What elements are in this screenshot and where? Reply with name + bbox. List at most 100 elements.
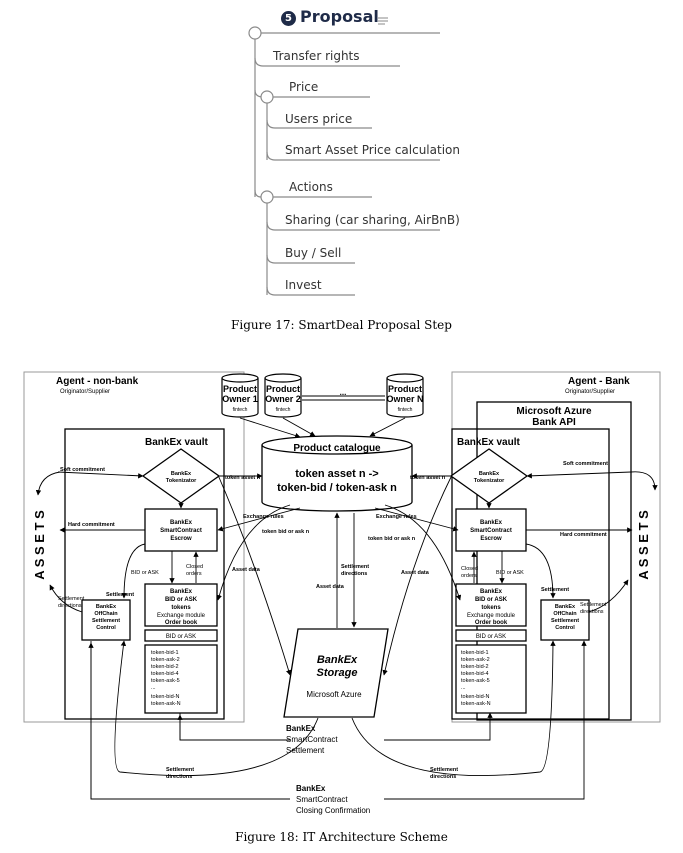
mindmap-item-users-price: Users price: [285, 112, 353, 126]
owner-2-sub: fintech: [276, 407, 291, 413]
storage-l2: Storage: [317, 667, 358, 679]
left-tokenizator-l1: BankEx: [171, 471, 192, 477]
right-ob-l4: Exchange module: [467, 613, 516, 619]
left-token-1: token-bid-1: [151, 650, 179, 656]
left-soft-label: Soft commitment: [60, 467, 105, 473]
left-tokens-list-box: [144, 644, 218, 714]
left-ob-l1: BankEx: [170, 589, 193, 595]
mindmap-item-smart-asset-price: Smart Asset Price calculation: [285, 143, 460, 157]
right-asset-data-label: Asset data: [401, 570, 430, 576]
right-ob-l3: tokens: [481, 605, 501, 611]
right-token-6: token-bid-N: [461, 694, 489, 700]
right-vault-panel: [451, 428, 610, 720]
mindmap-item-actions: Actions: [289, 180, 333, 194]
right-escrow-l1: BankEx: [480, 520, 503, 526]
owner-n-name2: Owner N: [386, 394, 423, 404]
owner-1-sub: fintech: [233, 407, 248, 413]
right-token-5: token-ask-5: [461, 678, 490, 684]
closing-box-l1: BankEx: [296, 784, 326, 793]
right-offchain-box: [540, 599, 590, 641]
storage-l1: BankEx: [317, 654, 358, 666]
figure-17-caption: Figure 17: SmartDeal Proposal Step: [231, 318, 452, 332]
right-token-4: token-bid-4: [461, 671, 489, 677]
figure-18-caption: Figure 18: IT Architecture Scheme: [235, 830, 448, 844]
right-ob-l1: BankEx: [480, 589, 503, 595]
left-escrow-l2: SmartContract: [160, 528, 202, 534]
mindmap-item-sharing: Sharing (car sharing, AirBnB): [285, 213, 460, 227]
left-token-3: token-bid-2: [151, 664, 179, 670]
left-vault-panel: [64, 428, 225, 720]
owner-2-name2: Owner 2: [265, 394, 301, 404]
left-tokenizator-l2: Tokenizator: [166, 478, 197, 484]
mindmap-item-price: Price: [289, 80, 319, 94]
left-escrow-l3: Escrow: [170, 536, 192, 542]
right-ob-l2: BID or ASK: [475, 597, 508, 603]
closing-box-l2: SmartContract: [296, 795, 348, 804]
owner-n-name: Product: [388, 384, 422, 394]
left-escrow-l1: BankEx: [170, 520, 193, 526]
mindmap-item-buy-sell: Buy / Sell: [285, 246, 342, 260]
owner-n-sub: fintech: [398, 407, 413, 413]
right-tokenizator-l2: Tokenizator: [474, 478, 505, 484]
bottom-right-sd-1: Settlement: [430, 767, 458, 773]
right-orderbook-box: [455, 583, 527, 627]
left-orderbook-box: [144, 583, 218, 627]
owner-2-name: Product: [266, 384, 300, 394]
right-tokenizator-l1: BankEx: [479, 471, 500, 477]
right-token-7: token-ask-N: [461, 701, 491, 707]
left-offchain-l4: Control: [96, 625, 116, 631]
left-token-7: token-ask-N: [151, 701, 181, 707]
right-panel-title: Agent - Bank: [568, 376, 630, 387]
right-token-3: token-bid-2: [461, 664, 489, 670]
left-offchain-l1: BankEx: [96, 604, 117, 610]
left-ob-l4: Exchange module: [157, 613, 206, 619]
bottom-left-sd-2: directions: [166, 774, 192, 780]
mindmap-item-invest: Invest: [285, 278, 322, 292]
left-asset-data-label: Asset data: [232, 567, 261, 573]
storage-l3: Microsoft Azure: [306, 690, 362, 699]
right-escrow-box: [455, 508, 527, 552]
left-hard-label: Hard commitment: [68, 522, 115, 528]
settlement-box-l3: Settlement: [286, 746, 325, 755]
owners-ellipsis: ...: [340, 388, 347, 397]
catalogue-line2: token-bid / token-ask n: [277, 482, 397, 494]
closing-box-l3: Closing Confirmation: [296, 806, 370, 815]
left-offchain-l2: OffChain: [94, 611, 118, 617]
left-ob-l5: Order book: [165, 620, 198, 626]
right-sd-2: directions: [580, 609, 604, 615]
center-settlement-label: Settlement: [341, 564, 369, 570]
right-bid-or-ask-label: BID or ASK: [496, 570, 524, 576]
left-escrow-box: [144, 508, 218, 552]
right-offchain-l4: Control: [555, 625, 575, 631]
right-soft-label: Soft commitment: [563, 461, 608, 467]
right-offchain-l3: Settlement: [551, 618, 579, 624]
bankex-storage: [283, 628, 389, 718]
right-token-1: token-bid-1: [461, 650, 489, 656]
right-bid-ask-text: BID or ASK: [476, 634, 506, 640]
left-bid-ask-text: BID or ASK: [166, 634, 196, 640]
left-vault-title: BankEx vault: [145, 437, 208, 448]
right-assets-label: A S S E T S: [636, 510, 651, 580]
right-escrow-l2: SmartContract: [470, 528, 512, 534]
left-ob-l3: tokens: [171, 605, 191, 611]
right-sd-1: Settlement: [580, 602, 607, 608]
right-closed-label: Closed: [461, 566, 478, 572]
left-assets-label: A S S E T S: [32, 510, 47, 580]
left-offchain-l3: Settlement: [92, 618, 120, 624]
settlement-box-l1: BankEx: [286, 724, 316, 733]
right-exchange-rules-label: Exchange rules: [376, 514, 417, 520]
right-escrow-l3: Escrow: [480, 536, 502, 542]
left-sd-1: Settlement: [58, 596, 85, 602]
left-closed-label: Closed: [186, 564, 203, 570]
azure-title: Microsoft Azure: [516, 406, 592, 417]
mindmap-connectors: [248, 26, 440, 296]
left-token-4: token-bid-4: [151, 671, 179, 677]
right-orders-label: orders: [461, 573, 477, 579]
right-offchain-l2: OffChain: [553, 611, 577, 617]
left-sd-2: directions: [58, 603, 82, 609]
catalogue-title: Product catalogue: [293, 443, 381, 454]
azure-bank-api-panel: [476, 401, 632, 721]
product-catalogue-cylinder: [261, 445, 413, 512]
left-bid-ask-box: [144, 629, 218, 642]
right-token-2: token-ask-2: [461, 657, 490, 663]
